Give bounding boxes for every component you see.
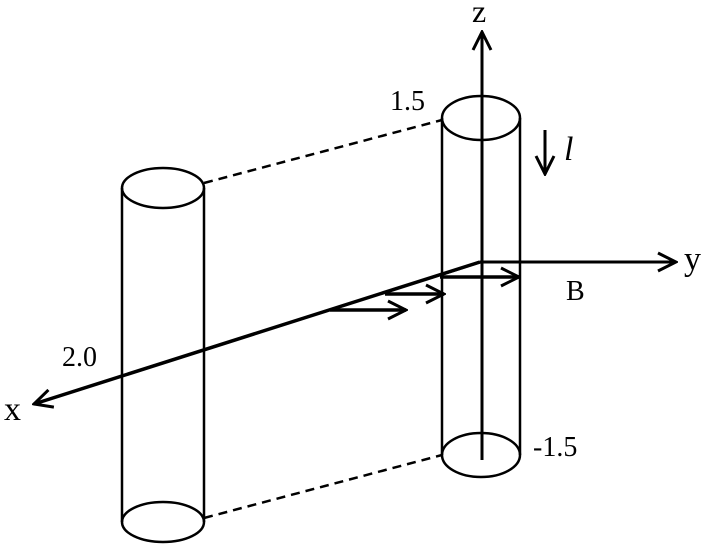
field-label: B: [566, 276, 585, 307]
dashed-bottom: [203, 453, 443, 520]
x-axis: [34, 260, 481, 404]
z-axis-label: z: [472, 0, 486, 29]
current-label: l: [564, 131, 573, 168]
y-axis-label: y: [684, 241, 701, 278]
x-axis-label: x: [4, 391, 21, 428]
x-mark-label: 2.0: [62, 342, 97, 373]
z-top-label: 1.5: [390, 86, 425, 117]
left-cylinder: [120, 166, 206, 544]
dashed-top: [203, 118, 443, 185]
z-bottom-label: -1.5: [533, 432, 577, 463]
